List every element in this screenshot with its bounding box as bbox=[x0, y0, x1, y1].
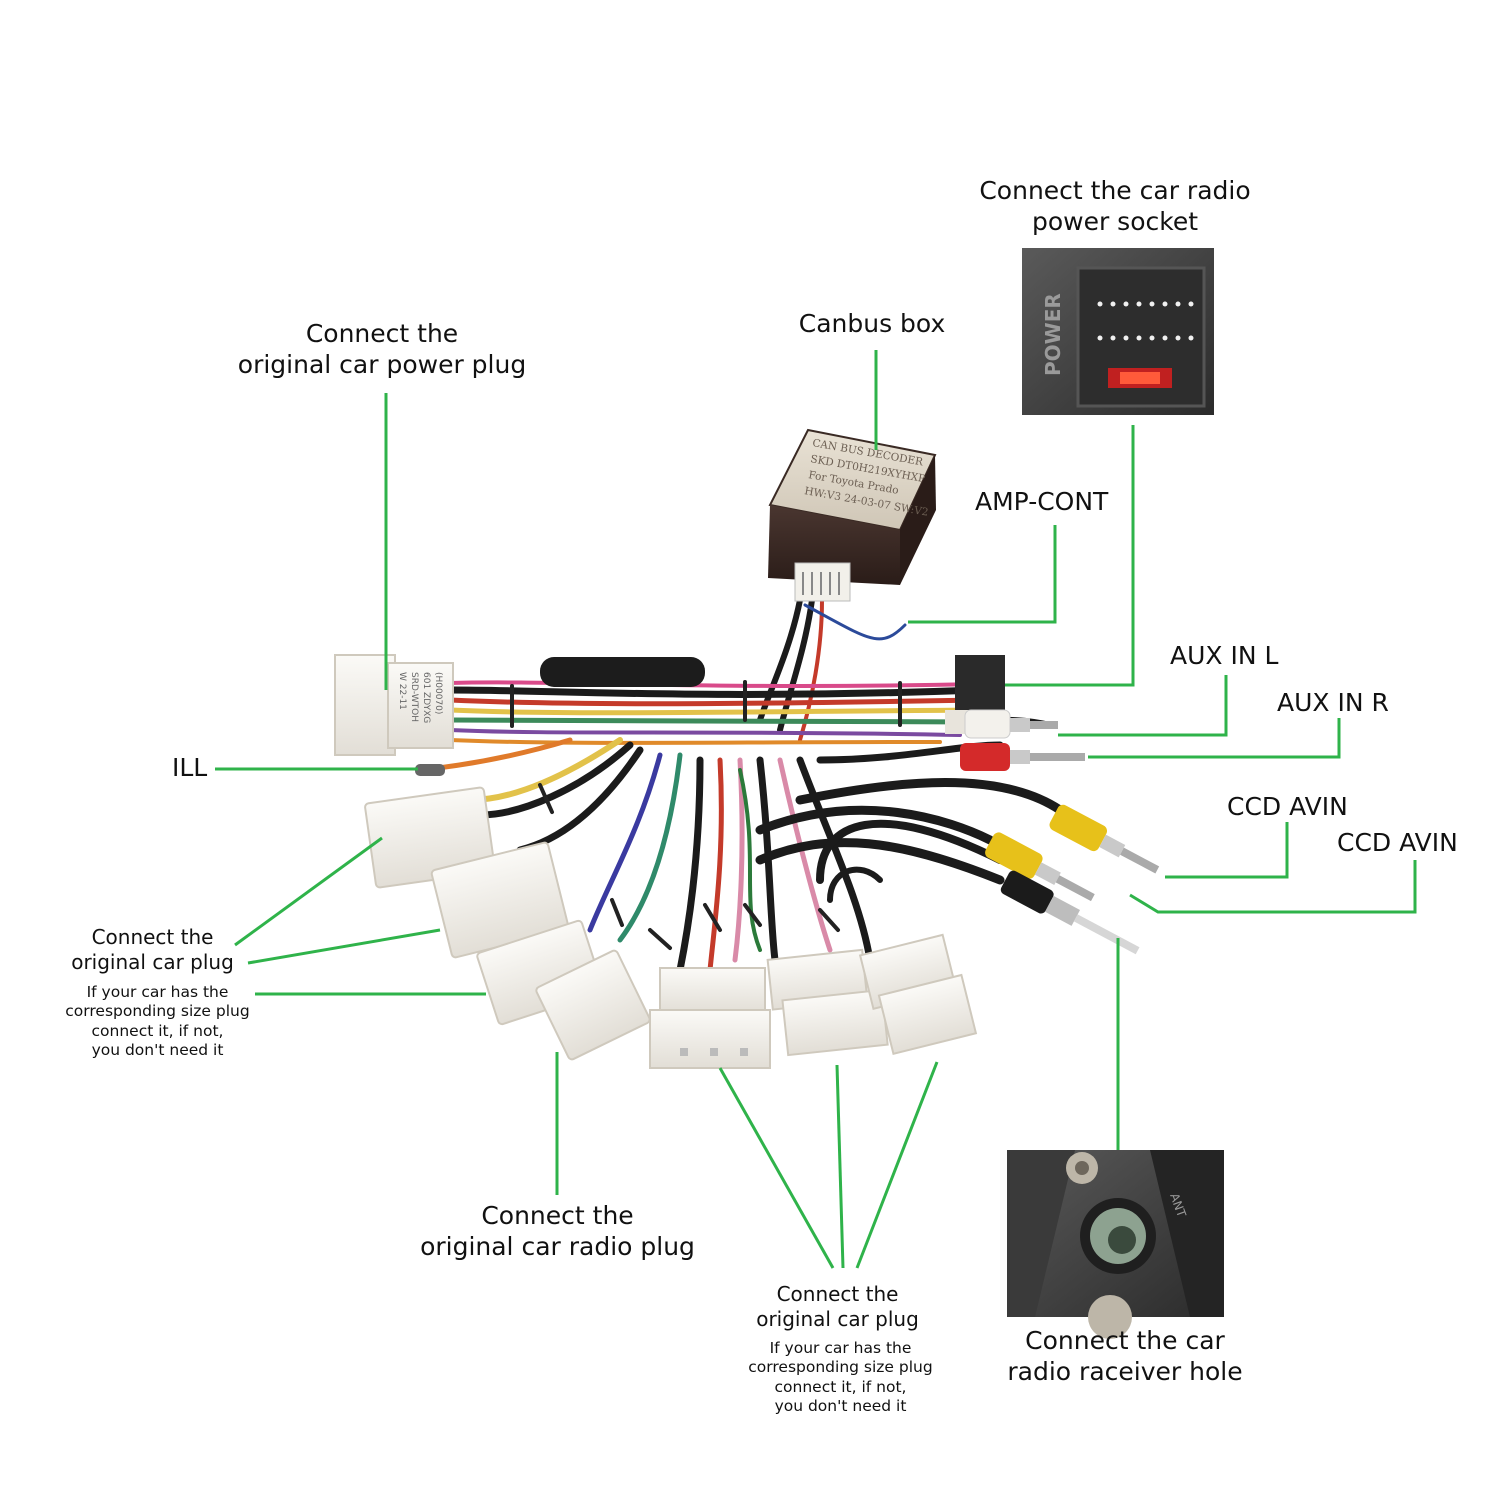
label-receiver-hole-line-1: Connect the car bbox=[1025, 1326, 1225, 1355]
aux-in-r-rca bbox=[960, 743, 1085, 771]
label-ill: ILL bbox=[172, 752, 207, 783]
label-car-plug-bottom: Connect the original car plug bbox=[725, 1282, 950, 1332]
label-ccd-avin-2: CCD AVIN bbox=[1337, 827, 1458, 858]
label-receiver-hole: Connect the car radio raceiver hole bbox=[985, 1325, 1265, 1388]
canbus-box: CAN BUS DECODER SKD DT0H219XYHXP For Toy… bbox=[768, 428, 937, 602]
label-radio-power-socket-line-2: power socket bbox=[1031, 207, 1199, 237]
box-connector bbox=[794, 562, 851, 602]
leader-car-plug-bottom-2 bbox=[835, 1064, 845, 1269]
leader-power-socket bbox=[1005, 425, 1135, 687]
wire-bundle bbox=[415, 597, 1065, 974]
svg-text:W 22-11: W 22-11 bbox=[397, 672, 407, 710]
ccd-avin-rca-2 bbox=[985, 832, 1095, 902]
label-radio-power-socket: Connect the car radio power socket bbox=[965, 175, 1265, 238]
label-car-plug-left-note-line-1: If your car has the bbox=[86, 983, 229, 1001]
label-car-power-plug-line-1: Connect the bbox=[305, 319, 459, 348]
bottom-plug-3 bbox=[858, 933, 978, 1055]
leader-car-plug-bottom-3 bbox=[855, 1061, 939, 1269]
label-car-plug-bottom-note-line-1: If your car has the bbox=[769, 1339, 912, 1357]
label-aux-in-r-text: AUX IN R bbox=[1277, 688, 1389, 717]
label-amp-cont-text: AMP-CONT bbox=[975, 487, 1109, 516]
label-receiver-hole-line-2: radio raceiver hole bbox=[1007, 1357, 1243, 1387]
label-aux-in-r: AUX IN R bbox=[1277, 687, 1389, 718]
label-car-plug-bottom-note-line-4: you don't need it bbox=[774, 1397, 907, 1416]
label-car-power-plug: Connect the original car power plug bbox=[222, 318, 542, 381]
radio-plug-small bbox=[535, 949, 651, 1061]
label-amp-cont: AMP-CONT bbox=[975, 486, 1108, 517]
power-socket-photo: POWER bbox=[1022, 248, 1214, 415]
label-ccd-avin-1: CCD AVIN bbox=[1227, 791, 1348, 822]
label-car-plug-left-line-2: original car plug bbox=[71, 950, 234, 974]
leader-ccd-avin-2 bbox=[1129, 860, 1417, 914]
receiver-hole-photo: ANT bbox=[1007, 1150, 1224, 1339]
bottom-plug-1 bbox=[649, 967, 771, 1069]
aux-in-l-rca bbox=[964, 709, 1058, 739]
bottom-plug-2 bbox=[766, 948, 889, 1057]
leader-car-plug-bottom-1 bbox=[718, 1067, 835, 1269]
label-car-plug-left-note: If your car has the corresponding size p… bbox=[40, 983, 275, 1061]
label-canbus-box: Canbus box bbox=[772, 308, 972, 339]
ccd-avin-rca-1 bbox=[1049, 804, 1160, 874]
label-car-plug-bottom-note-line-3: connect it, if not, bbox=[774, 1377, 907, 1396]
original-car-power-plug: W 22-11 SRD-WTOH 601 ZDYXG (H00070) bbox=[334, 654, 454, 756]
label-car-plug-bottom-line-2: original car plug bbox=[756, 1307, 919, 1331]
label-ccd-avin-1-text: CCD AVIN bbox=[1227, 792, 1348, 821]
power-socket-print: POWER bbox=[1041, 293, 1065, 376]
label-radio-power-socket-line-1: Connect the car radio bbox=[979, 176, 1251, 205]
leader-lines bbox=[215, 350, 1417, 1269]
svg-text:601 ZDYXG: 601 ZDYXG bbox=[421, 672, 431, 723]
leader-aux-in-r bbox=[1088, 718, 1341, 759]
label-car-plug-bottom-line-1: Connect the bbox=[776, 1282, 899, 1306]
label-car-power-plug-line-2: original car power plug bbox=[237, 350, 527, 380]
label-radio-plug-line-1: Connect the bbox=[481, 1201, 634, 1230]
label-car-plug-bottom-note: If your car has the corresponding size p… bbox=[723, 1339, 958, 1417]
label-radio-plug-line-2: original car radio plug bbox=[420, 1232, 695, 1262]
label-ill-text: ILL bbox=[172, 753, 208, 782]
antenna-plug bbox=[1000, 870, 1140, 955]
label-radio-plug: Connect the original car radio plug bbox=[405, 1200, 710, 1263]
leader-ccd-avin-1 bbox=[1165, 822, 1289, 879]
leader-aux-in-l bbox=[1058, 675, 1228, 737]
label-aux-in-l: AUX IN L bbox=[1170, 640, 1278, 671]
svg-text:(H00070): (H00070) bbox=[433, 672, 443, 714]
label-car-plug-left-note-line-2: corresponding size plug bbox=[65, 1002, 250, 1021]
label-car-plug-left-note-line-4: you don't need it bbox=[91, 1041, 224, 1060]
label-car-plug-left-line-1: Connect the bbox=[91, 925, 214, 949]
label-canbus-box-text: Canbus box bbox=[798, 309, 946, 338]
label-car-plug-left: Connect the original car plug bbox=[40, 925, 265, 975]
leader-amp-cont bbox=[908, 525, 1057, 624]
label-car-plug-bottom-note-line-2: corresponding size plug bbox=[748, 1358, 933, 1377]
leader-car-plug-left-2 bbox=[247, 928, 441, 965]
label-ccd-avin-2-text: CCD AVIN bbox=[1337, 828, 1458, 857]
label-aux-in-l-text: AUX IN L bbox=[1170, 641, 1279, 670]
leader-car-plug-left-1 bbox=[234, 836, 383, 947]
svg-text:SRD-WTOH: SRD-WTOH bbox=[409, 672, 419, 722]
label-car-plug-left-note-line-3: connect it, if not, bbox=[91, 1021, 224, 1040]
